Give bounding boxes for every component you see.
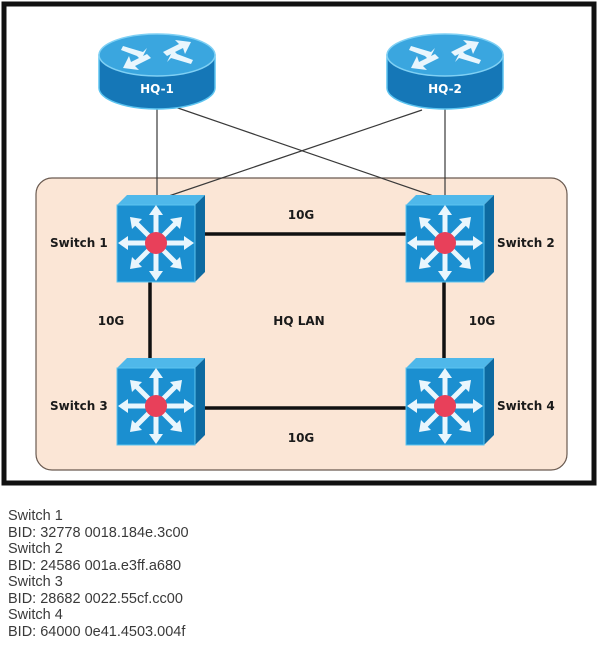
switch-side — [484, 195, 494, 282]
lan-label: HQ LAN — [273, 314, 324, 328]
router-arrows-icon — [121, 40, 193, 70]
switch-top — [117, 358, 205, 368]
link-label-sw2-sw4: 10G — [469, 314, 496, 328]
switch-3[interactable] — [117, 358, 205, 445]
switch-top — [117, 195, 205, 205]
bid-value: BID: 24586 001a.e3ff.a680 — [8, 557, 182, 574]
bid-switch-name: Switch 4 — [8, 607, 63, 623]
switch-1[interactable] — [117, 195, 205, 282]
bridge-id-list: Switch 1 BID: 32778 0018.184e.3c00 Switc… — [8, 508, 189, 640]
link-hq1-sw2 — [174, 106, 446, 201]
link-label-sw1-sw2: 10G — [288, 208, 315, 222]
switch-side — [484, 358, 494, 445]
bid-switch-name: Switch 2 — [8, 541, 63, 557]
router-hq2[interactable]: HQ-2 — [386, 33, 504, 110]
switch-4[interactable] — [406, 358, 494, 445]
center-dot-icon — [434, 395, 456, 417]
switch-3-label: Switch 3 — [50, 399, 108, 413]
center-dot-icon — [434, 232, 456, 254]
switch-2[interactable] — [406, 195, 494, 282]
switch-side — [195, 358, 205, 445]
link-hq2-sw1 — [156, 109, 423, 201]
link-label-sw1-sw3: 10G — [98, 314, 125, 328]
bid-value: BID: 32778 0018.184e.3c00 — [8, 524, 189, 541]
link-label-sw3-sw4: 10G — [288, 431, 315, 445]
router-top — [98, 33, 216, 77]
switch-1-label: Switch 1 — [50, 236, 108, 250]
center-dot-icon — [145, 232, 167, 254]
switch-top — [406, 358, 494, 368]
router-arrows-icon — [409, 40, 481, 70]
bid-switch-name: Switch 1 — [8, 508, 63, 524]
router-hq1[interactable]: HQ-1 — [98, 33, 216, 110]
network-diagram: 10G 10G 10G 10G HQ LAN HQ-1 HQ-2 Sw — [1, 1, 597, 486]
router-label: HQ-2 — [428, 82, 462, 96]
bid-value: BID: 28682 0022.55cf.cc00 — [8, 590, 183, 607]
router-label: HQ-1 — [140, 82, 174, 96]
bid-value: BID: 64000 0e41.4503.004f — [8, 623, 186, 640]
switch-side — [195, 195, 205, 282]
switch-2-label: Switch 2 — [497, 236, 555, 250]
center-dot-icon — [145, 395, 167, 417]
switch-top — [406, 195, 494, 205]
router-top — [386, 33, 504, 77]
bid-switch-name: Switch 3 — [8, 574, 63, 590]
switch-4-label: Switch 4 — [497, 399, 555, 413]
